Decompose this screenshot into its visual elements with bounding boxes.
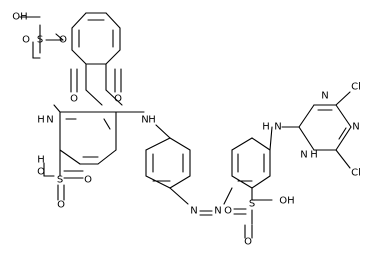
ketone-oxygen-label: O (114, 94, 122, 105)
bond (155, 124, 171, 139)
bond (335, 91, 351, 106)
bond (251, 175, 271, 189)
bond (59, 149, 81, 165)
bond (105, 12, 121, 29)
amino-n-label: N (46, 115, 53, 126)
bond-layer (19, 12, 352, 239)
triazine-n-label: N (352, 122, 359, 133)
sulfur-label: S (37, 35, 43, 46)
hydroxyl-label: OH (12, 12, 27, 23)
bond (145, 175, 171, 189)
hydroxyl-label: OH (279, 196, 294, 207)
bond (105, 49, 121, 65)
bond (105, 89, 123, 106)
bond (169, 137, 191, 151)
bond (145, 137, 171, 151)
hydrogen-label: H (310, 150, 318, 161)
sulfur-label: S (249, 199, 255, 210)
chlorine-label: Cl (351, 168, 361, 179)
bond (298, 126, 315, 151)
bond (103, 118, 111, 130)
triazine-n-label: N (321, 91, 328, 102)
bond (71, 49, 87, 65)
bond (71, 12, 87, 29)
oxygen-label: O (59, 35, 67, 46)
azo-n-label: N (214, 206, 221, 217)
oxygen-label: O (224, 206, 232, 217)
bond (338, 127, 347, 140)
bond (55, 33, 64, 41)
ketone-oxygen-label: O (70, 94, 78, 105)
triazine-n-label: N (300, 150, 307, 161)
sulfur-label: S (57, 175, 63, 186)
hydrogen-label: H (148, 115, 156, 126)
atom-label-layer: OH S O O O O H N H O S O O H N N N N H N… (12, 12, 361, 248)
bond (169, 175, 191, 189)
bond (251, 137, 271, 151)
bond (223, 187, 233, 205)
hydrogen-label: H (37, 155, 45, 166)
bond (169, 187, 189, 205)
oxygen-label: O (84, 175, 92, 186)
azo-n-label: N (190, 206, 197, 217)
bond (97, 149, 117, 165)
oxygen-label: O (37, 167, 45, 178)
bond (231, 175, 253, 189)
amine-n-label: N (141, 115, 148, 126)
bond (335, 149, 351, 169)
bond (335, 104, 352, 128)
chlorine-label: Cl (351, 82, 361, 93)
oxygen-label: O (22, 35, 30, 46)
hydrogen-label: H (37, 115, 45, 126)
hydrogen-label: H (262, 122, 270, 133)
bond (269, 126, 273, 151)
oxygen-label: O (57, 200, 65, 211)
bond (298, 104, 315, 128)
bond (335, 126, 352, 151)
bond (53, 104, 61, 113)
oxygen-label: O (244, 237, 252, 248)
amine-n-label: N (274, 122, 281, 133)
bond (231, 137, 253, 151)
bond (85, 89, 103, 106)
